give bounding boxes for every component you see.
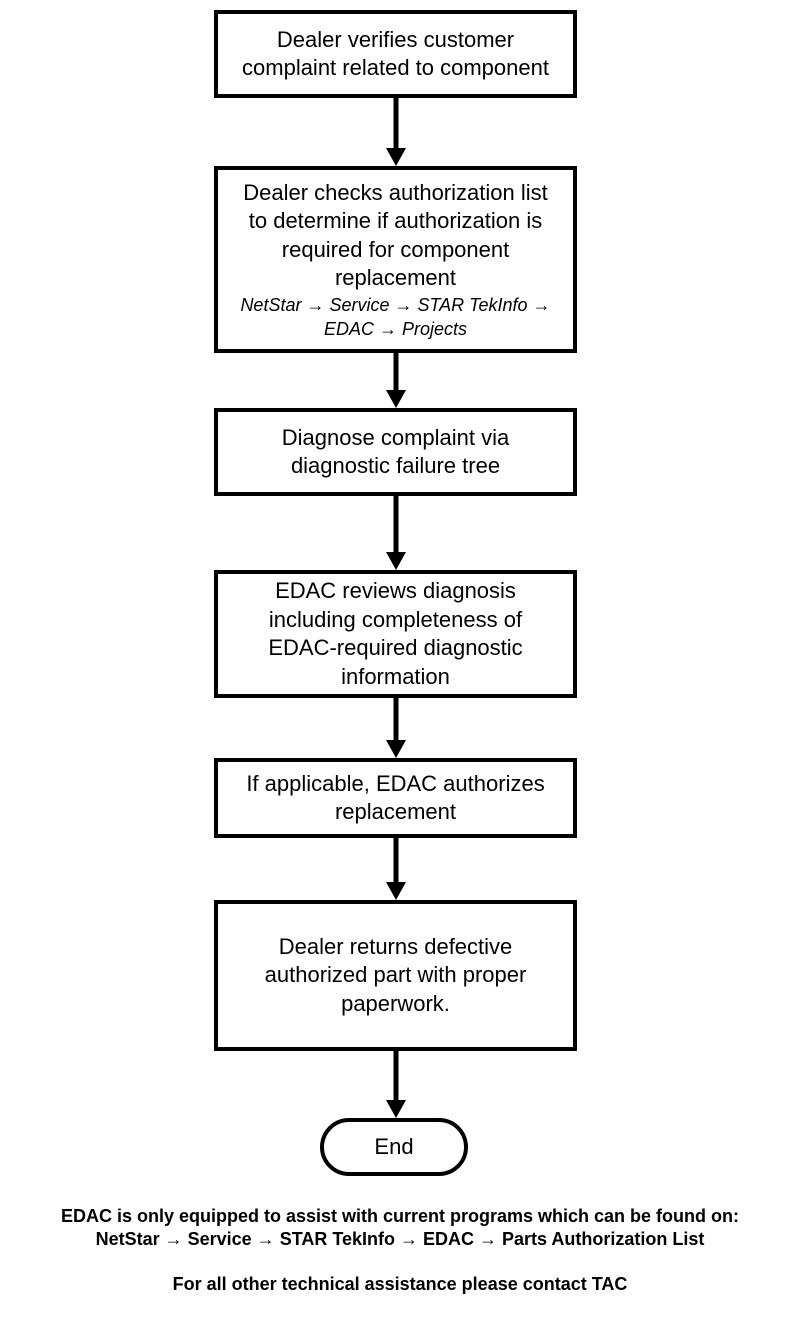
end-label: End — [374, 1134, 414, 1159]
step-5-line-1: If applicable, EDAC authorizes — [246, 770, 545, 796]
arrowhead-1 — [386, 148, 406, 166]
step-edac-authorizes: If applicable, EDAC authorizes replaceme… — [214, 758, 577, 838]
step-4-line-3: EDAC-required diagnostic — [268, 635, 523, 660]
step-3-line-2: diagnostic failure tree — [290, 453, 501, 478]
step-2-navigation-path-1: NetStar → Service → STAR TekInfo → — [240, 294, 551, 315]
step-2-line-3: required for component — [281, 236, 510, 262]
footer-contact-line: For all other technical assistance pleas… — [172, 1274, 628, 1294]
step-4-line-2: including completeness of — [268, 606, 523, 632]
step-2-line-1: Dealer checks authorization list — [243, 179, 548, 205]
arrowhead-4 — [386, 740, 406, 758]
step-2-line-2: to determine if authorization is — [248, 208, 543, 233]
step-4-line-1: EDAC reviews diagnosis — [275, 578, 516, 603]
step-3-line-1: Diagnose complaint via — [281, 424, 510, 450]
footer-contact: For all other technical assistance pleas… — [0, 1273, 800, 1296]
arrowhead-6 — [386, 1100, 406, 1118]
arrowhead-3 — [386, 552, 406, 570]
footer-note-line-2: NetStar → Service → STAR TekInfo → EDAC … — [95, 1229, 705, 1249]
step-6-line-3: paperwork. — [341, 990, 450, 1016]
step-5-line-2: replacement — [334, 799, 457, 824]
step-6-line-1: Dealer returns defective — [278, 933, 513, 959]
step-6-line-2: authorized part with proper — [264, 962, 527, 988]
step-2-navigation-path-2: EDAC → Projects — [323, 318, 468, 339]
footer-note: EDAC is only equipped to assist with cur… — [0, 1205, 800, 1251]
step-4-line-4: information — [341, 663, 450, 689]
step-1-line-2: complaint related to component — [242, 55, 549, 80]
footer-note-line-1: EDAC is only equipped to assist with cur… — [60, 1206, 740, 1226]
step-verify-complaint: Dealer verifies customer complaint relat… — [214, 10, 577, 98]
step-return-defective-part: Dealer returns defective authorized part… — [214, 900, 577, 1051]
arrowhead-2 — [386, 390, 406, 408]
step-1-line-1: Dealer verifies customer — [276, 26, 515, 52]
step-2-line-4: replacement — [334, 265, 457, 290]
step-edac-reviews-diagnosis: EDAC reviews diagnosis including complet… — [214, 570, 577, 698]
end-terminal: End — [320, 1118, 468, 1176]
step-diagnose-complaint: Diagnose complaint via diagnostic failur… — [214, 408, 577, 496]
step-check-authorization-list: Dealer checks authorization list to dete… — [214, 166, 577, 353]
arrowhead-5 — [386, 882, 406, 900]
